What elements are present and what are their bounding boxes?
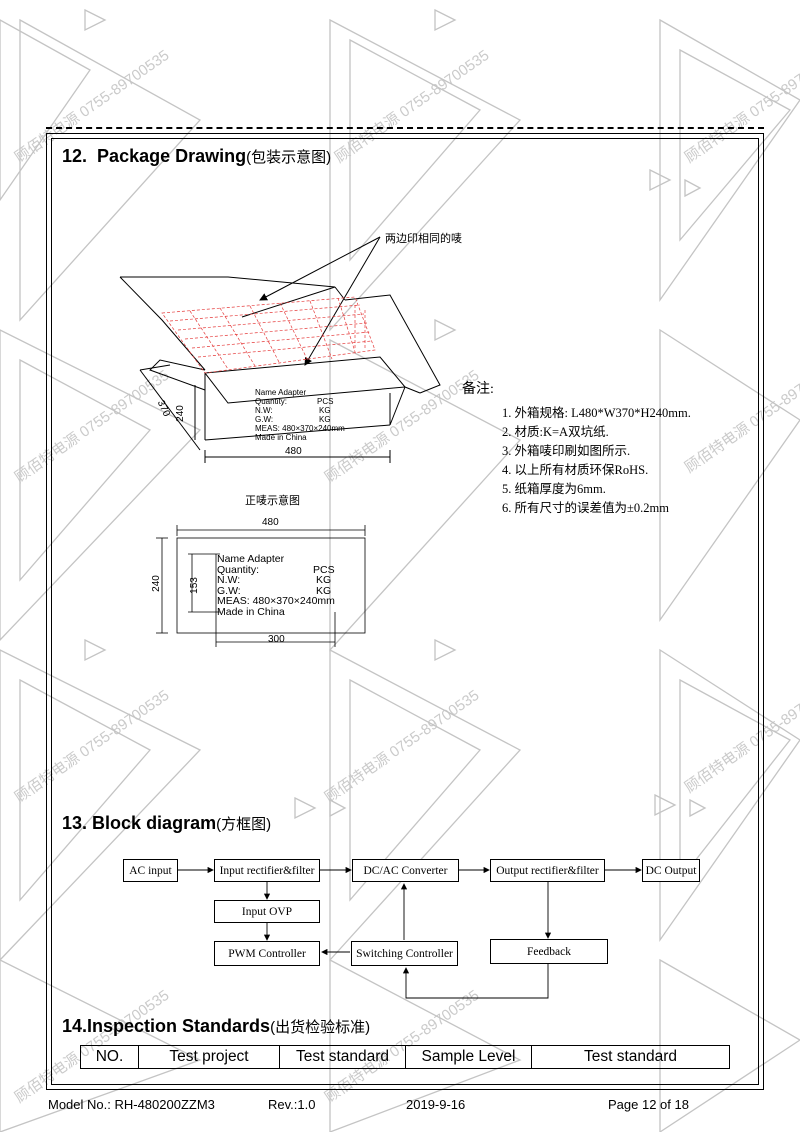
top-dashed-rule [46,127,764,129]
label-line: MEAS: 480×370×240mm [255,424,345,433]
front-label-text: Name Adapter Quantity:PCS N.W:KG G.W:KG … [217,554,357,617]
label-line: Quantity:PCS [255,397,334,406]
section-title-cn: (方框图) [216,816,272,833]
section-title-text: Block diagram [92,813,217,833]
block-switching-controller: Switching Controller [351,941,458,966]
notes-title: 备注: [462,382,494,397]
block-input-rectifier: Input rectifier&filter [214,859,320,882]
label-line: Quantity:PCS [217,563,335,576]
footer-date: 2019-9-16 [406,1097,466,1112]
section-title-cn: (包装示意图) [246,149,332,166]
label-line: Made in China [217,605,285,618]
label-line: N.W:KG [255,406,331,415]
front-dim-width: 480 [262,517,279,528]
package-3d-drawing [119,236,441,463]
section-13-title: 13. Block diagram(方框图) [62,813,271,834]
table-header-row: NO. Test project Test standard Sample Le… [80,1045,730,1069]
section-title-text: Package Drawing [97,146,247,166]
footer-rev: Rev.:1.0 [268,1097,316,1112]
block-feedback: Feedback [490,939,608,964]
page-frame [46,133,764,1090]
callout-text: 两边印相同的唛 [385,233,462,245]
footer-page: Page 12 of 18 [608,1097,689,1112]
label-line: Name Adapter [217,553,285,565]
col-test-standard: Test standard [279,1045,406,1069]
note-item: 4. 以上所有材质环保RoHS. [502,463,649,477]
box-label-3d: Name Adapter Quantity:PCS N.W:KG G.W:KG … [255,388,365,442]
block-dc-output: DC Output [642,859,700,882]
label-line: Name Adapter [255,388,307,397]
note-item: 2. 材质:K=A双坑纸. [502,425,609,439]
note-item: 3. 外箱唛印刷如图所示. [502,444,631,458]
col-test-standard-2: Test standard [531,1045,730,1069]
label-line: G.W:KG [255,415,331,424]
label-line: G.W:KG [217,584,332,597]
section-14-title: 14.Inspection Standards(出货检验标准) [62,1016,370,1037]
label-line: MEAS: 480×370×240mm [217,595,335,607]
section-number: 13. [62,813,88,833]
col-no: NO. [80,1045,139,1069]
note-item: 1. 外箱规格: L480*W370*H240mm. [502,406,691,420]
package-notes: 备注: 1. 外箱规格: L480*W370*H240mm. 2. 材质:K=A… [462,378,691,518]
label-line: Made in China [255,433,307,442]
front-label-drawing [156,525,366,647]
note-item: 6. 所有尺寸的误差值为±0.2mm [502,501,669,515]
front-caption: 正唛示意图 [245,495,300,507]
inspection-table: NO. Test project Test standard Sample Le… [80,1045,730,1069]
section-title-text: Inspection Standards [87,1016,271,1036]
dim-length-3d: 480 [285,446,302,457]
section-title-cn: (出货检验标准) [270,1019,371,1036]
block-input-ovp: Input OVP [214,900,320,923]
label-line: N.W:KG [217,574,332,586]
section-number: 14. [62,1016,88,1036]
section-number: 12. [62,146,88,166]
block-ac-input: AC input [123,859,178,882]
col-test-project: Test project [138,1045,280,1069]
block-output-rectifier: Output rectifier&filter [490,859,605,882]
col-sample-level: Sample Level [405,1045,532,1069]
note-item: 5. 纸箱厚度为6mm. [502,482,606,496]
section-12-title: 12. Package Drawing(包装示意图) [62,146,331,167]
front-dim-label-width: 300 [268,634,285,645]
block-dcac-converter: DC/AC Converter [352,859,459,882]
footer-model: Model No.: RH-480200ZZM3 [48,1097,215,1112]
block-pwm-controller: PWM Controller [214,941,320,966]
